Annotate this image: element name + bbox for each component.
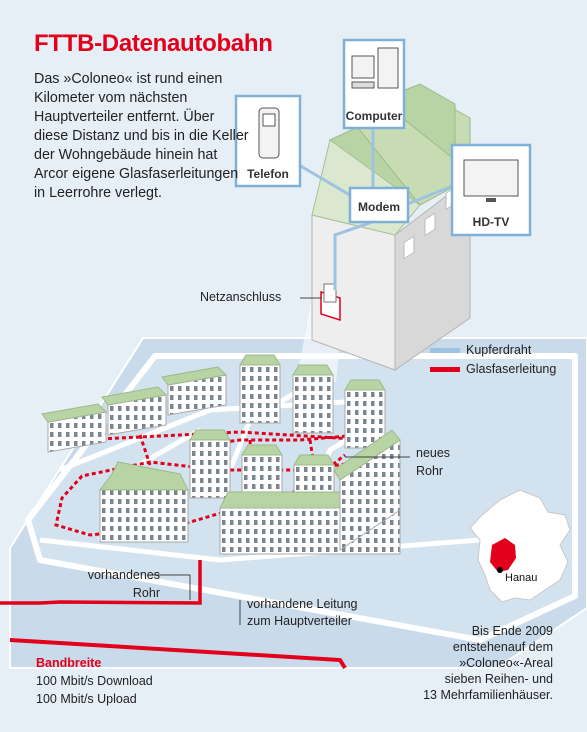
- note-line4: sieben Reihen- und: [444, 672, 553, 686]
- legend-copper: Kupferdraht: [430, 343, 531, 357]
- legend-fiber-swatch: [430, 366, 460, 372]
- legend-copper-swatch: [430, 347, 460, 353]
- computer-label: Computer: [346, 109, 403, 123]
- netzanschluss-label: Netzanschluss: [200, 290, 282, 304]
- houses-back: [41, 354, 386, 453]
- map-city-label: Hanau: [505, 572, 538, 584]
- houses-front: [99, 429, 401, 555]
- neues-rohr-label: neues Rohr: [416, 444, 450, 480]
- main-line-bottom: [9, 638, 347, 670]
- vorhandenes-rohr-line1: vorhandenes: [87, 568, 160, 582]
- legend-copper-label: Kupferdraht: [466, 343, 532, 357]
- intro-text: Das »Coloneo« ist rund einen Kilometer v…: [34, 71, 249, 201]
- leader-lines: [150, 297, 410, 625]
- page-title: FTTB-Datenautobahn: [34, 30, 273, 57]
- neues-rohr-line2: Rohr: [416, 464, 444, 478]
- device-box-telefon: Telefon: [234, 94, 302, 188]
- note-line5: 13 Mehrfamilienhäuser.: [423, 688, 553, 702]
- leitung-line1: vorhandene Leitung: [247, 597, 358, 611]
- neues-rohr-line1: neues: [416, 446, 451, 460]
- vorhandenes-rohr-label: vorhandenes Rohr: [82, 566, 160, 602]
- leitung-label: vorhandene Leitung zum Hauptverteiler: [247, 596, 358, 630]
- bandwidth-download: 100 Mbit/s Download: [36, 674, 153, 688]
- note-line1: Bis Ende 2009: [471, 624, 553, 638]
- device-box-modem: Modem: [348, 186, 410, 224]
- note-line2: entstehenauf dem: [452, 640, 553, 654]
- leitung-line2: zum Hauptverteiler: [247, 614, 352, 628]
- vorhandenes-rohr-line2: Rohr: [132, 586, 160, 600]
- netzanschluss-box: [320, 283, 341, 322]
- bandwidth-upload: 100 Mbit/s Upload: [36, 692, 137, 706]
- bottom-note: Bis Ende 2009 entstehenauf dem »Coloneo«…: [363, 623, 553, 703]
- note-line3: »Coloneo«-Areal: [459, 656, 553, 670]
- legend-fiber-label: Glasfaserleitung: [466, 362, 557, 376]
- device-box-hdtv: HD-TV: [450, 143, 532, 237]
- device-box-computer: Computer: [342, 38, 406, 130]
- germany-map: [469, 489, 571, 603]
- main-line: [0, 560, 202, 605]
- bandwidth-title: Bandbreite: [36, 656, 102, 670]
- telefon-label: Telefon: [247, 167, 289, 181]
- modem-label: Modem: [358, 200, 400, 214]
- hdtv-label: HD-TV: [473, 215, 510, 229]
- legend-fiber: Glasfaserleitung: [430, 362, 556, 376]
